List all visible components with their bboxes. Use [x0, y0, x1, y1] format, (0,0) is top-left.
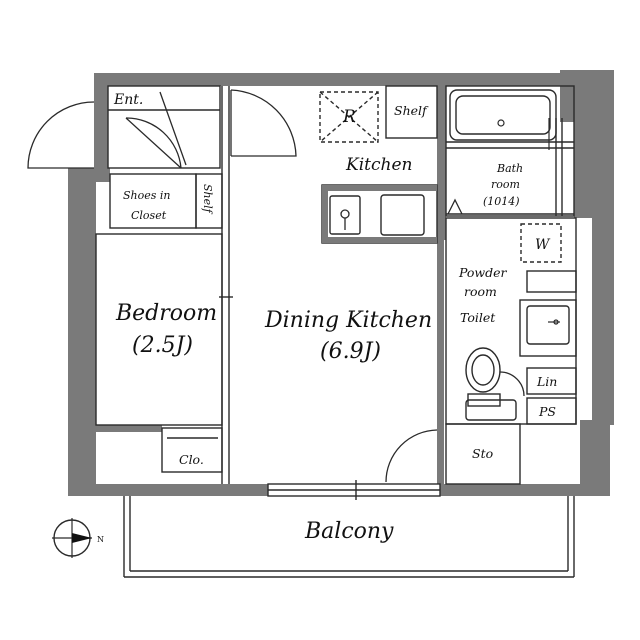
dining-kitchen-label: Dining Kitchen	[264, 308, 432, 333]
refrigerator-label: R	[342, 107, 356, 127]
linen-box	[526, 367, 577, 395]
wall-right	[592, 73, 614, 425]
bedroom-box	[95, 233, 223, 426]
bedroom-size: (2.5J)	[132, 333, 193, 358]
storage-box	[445, 423, 521, 485]
bathtub-inner	[455, 95, 551, 135]
door-storage	[385, 429, 438, 483]
toilet-seat	[471, 354, 495, 386]
powder-room-label-2: room	[464, 284, 497, 299]
door-linen	[499, 371, 525, 397]
wall-right-lower	[580, 420, 610, 496]
door-bath-arrow	[447, 198, 463, 215]
shoes-closet-label-1: Shoes in	[123, 189, 171, 202]
bathroom-label-2: room	[491, 178, 520, 191]
closet-box	[161, 427, 223, 473]
kitchen-shelf-box	[385, 85, 438, 139]
washer-box	[520, 223, 562, 263]
compass-north-label: N	[97, 535, 104, 544]
faucet-icon	[340, 209, 350, 230]
kitchen-counter-top	[322, 185, 437, 191]
entry-box	[107, 85, 221, 169]
entrance-label: Ent.	[113, 92, 143, 108]
bath-room-box	[445, 85, 575, 217]
wall-bedroom-bottom	[96, 425, 162, 432]
sink-bowl	[329, 195, 361, 235]
doors	[27, 89, 525, 483]
dining-kitchen-size: (6.9J)	[320, 339, 381, 364]
wall-partition-right-lower	[437, 240, 444, 496]
closet-label: Clo.	[179, 452, 204, 467]
toilet-label: Toilet	[460, 310, 496, 325]
wall-left-corner	[68, 168, 110, 182]
compass-icon: N	[52, 518, 104, 558]
storage-label: Sto	[472, 446, 493, 461]
door-dining	[230, 89, 297, 157]
door-entry-inner-leaf	[125, 117, 182, 169]
stove-top	[380, 194, 425, 236]
bathtub-outer	[449, 89, 557, 141]
door-entrance	[27, 101, 95, 169]
ps-label: PS	[538, 404, 556, 419]
vanity-basin	[526, 305, 570, 345]
powder-room-label-1: Powder	[458, 265, 508, 280]
ps-box	[526, 397, 577, 425]
balcony-label: Balcony	[304, 519, 394, 544]
vanity-faucet-icon	[548, 319, 560, 325]
refrigerator-box	[319, 91, 379, 143]
washer-label: W	[535, 237, 551, 253]
kitchen-shelf-label: Shelf	[394, 103, 429, 118]
partitions	[95, 85, 577, 578]
kitchen-counter-left	[322, 185, 328, 243]
shelf-entry-label: Shelf	[201, 184, 214, 215]
refrigerator-diag-b	[319, 91, 379, 143]
walls	[68, 70, 614, 496]
shower-icon	[497, 118, 550, 150]
wall-bath-right	[574, 118, 592, 218]
bathroom-label-3: (1014)	[483, 195, 520, 208]
shelf-powder	[526, 270, 577, 293]
toilet-bowl	[465, 347, 501, 393]
wall-left-entry	[94, 73, 108, 168]
kitchen-label: Kitchen	[345, 155, 412, 175]
vanity-box	[519, 299, 577, 357]
wall-top	[94, 73, 614, 86]
door-entry-leaf	[159, 91, 187, 166]
kitchen-counter-bottom	[322, 237, 437, 243]
wall-left	[68, 168, 96, 496]
bathroom-label-1: Bath	[496, 162, 523, 175]
linen-label: Lin	[536, 374, 557, 389]
shoes-closet-label-2: Closet	[131, 209, 167, 222]
door-entry-inner	[125, 117, 182, 169]
wall-partition-right	[437, 86, 446, 240]
bedroom-label: Bedroom	[115, 301, 217, 326]
wash-basin	[465, 399, 517, 421]
